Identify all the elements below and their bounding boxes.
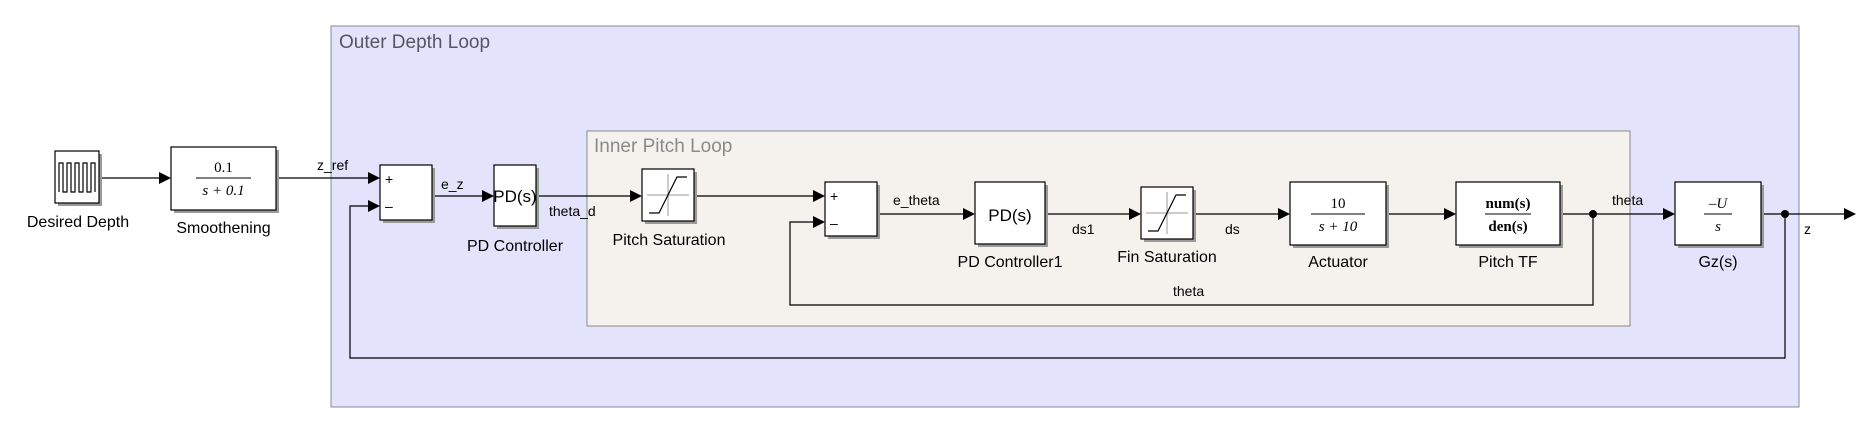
fin-saturation-block[interactable]: Fin Saturation — [1117, 186, 1217, 266]
signal-ds1: ds1 — [1072, 221, 1095, 237]
gz-numerator: –U — [1708, 196, 1729, 212]
sum-outer-plus-sign: + — [385, 171, 393, 187]
pd-controller-text: PD(s) — [493, 187, 536, 206]
sum-inner-minus-sign: – — [830, 215, 838, 231]
pd-controller1-label: PD Controller1 — [958, 254, 1063, 271]
pitch-saturation-label: Pitch Saturation — [613, 232, 726, 249]
signal-ds: ds — [1225, 221, 1240, 237]
pitch-tf-numerator: num(s) — [1485, 196, 1530, 212]
pitch-saturation-block[interactable]: Pitch Saturation — [613, 168, 726, 249]
signal-labels: z_ref e_z theta_d e_theta ds1 ds theta t… — [317, 157, 1811, 299]
pd-controller-label: PD Controller — [467, 238, 564, 255]
pitch-tf-label: Pitch TF — [1478, 254, 1538, 271]
signal-e-z: e_z — [441, 176, 464, 192]
sum-outer-minus-sign: – — [385, 198, 393, 214]
actuator-block[interactable]: 10 s + 10 Actuator — [1289, 181, 1389, 271]
gz-denominator: s — [1715, 219, 1721, 235]
desired-depth-label: Desired Depth — [27, 214, 129, 231]
sum-inner-block[interactable]: + – — [824, 181, 880, 239]
outer-loop-title: Outer Depth Loop — [339, 32, 490, 53]
actuator-denominator: s + 10 — [1319, 219, 1358, 235]
pd-controller1-block[interactable]: PD(s) PD Controller1 — [958, 181, 1063, 271]
signal-z: z — [1804, 221, 1811, 237]
signal-theta-d: theta_d — [549, 203, 596, 219]
desired-depth-block[interactable]: Desired Depth — [27, 150, 129, 231]
signal-theta-feedback: theta — [1173, 283, 1204, 299]
gz-block[interactable]: –U s Gz(s) — [1674, 181, 1764, 271]
sum-inner-plus-sign: + — [830, 188, 838, 204]
signal-z-ref: z_ref — [317, 157, 348, 173]
actuator-numerator: 10 — [1331, 196, 1346, 212]
pitch-tf-block[interactable]: num(s) den(s) Pitch TF — [1455, 181, 1563, 271]
pitch-tf-denominator: den(s) — [1488, 219, 1527, 235]
smoothening-numerator: 0.1 — [214, 160, 233, 176]
signal-e-theta: e_theta — [893, 192, 940, 208]
smoothening-label: Smoothening — [176, 220, 270, 237]
fin-saturation-label: Fin Saturation — [1117, 249, 1217, 266]
pd-controller-block[interactable]: PD(s) PD Controller — [467, 164, 564, 255]
sum-outer-block[interactable]: + – — [379, 164, 435, 223]
signal-theta-out: theta — [1612, 192, 1643, 208]
smoothening-denominator: s + 0.1 — [202, 183, 244, 199]
gz-label: Gz(s) — [1698, 254, 1737, 271]
signal-wires — [102, 172, 1856, 359]
pd-controller1-text: PD(s) — [988, 206, 1031, 225]
smoothening-block[interactable]: 0.1 s + 0.1 Smoothening — [170, 146, 279, 237]
actuator-label: Actuator — [1308, 254, 1368, 271]
inner-loop-title: Inner Pitch Loop — [594, 136, 732, 157]
